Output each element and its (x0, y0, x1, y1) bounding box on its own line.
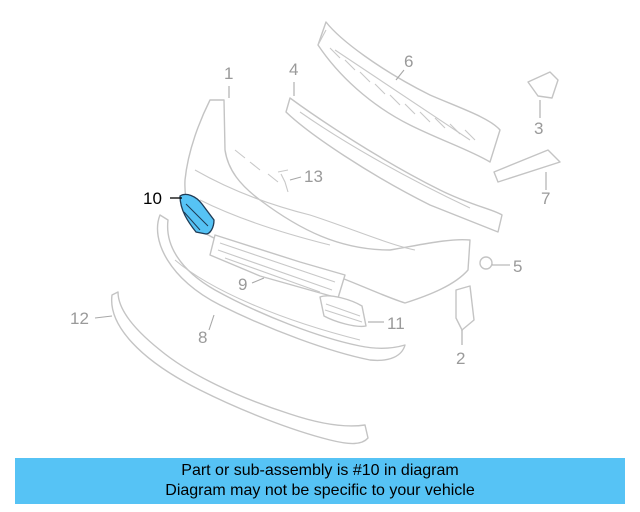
leader-lines (94, 69, 547, 345)
banner-line-disclaimer: Diagram may not be specific to your vehi… (165, 482, 475, 499)
part-3-clip (527, 71, 559, 99)
callout-10: 10 (143, 189, 162, 208)
parts-diagram: 1 2 3 4 5 6 7 8 9 10 11 12 13 (70, 21, 561, 445)
banner-line-part: Part or sub-assembly is #10 in diagram (181, 462, 459, 479)
part-8-valance (156, 214, 406, 362)
callout-4: 4 (289, 60, 298, 79)
part-6-energy-absorber (317, 21, 501, 163)
part-13-bolt (277, 169, 289, 193)
callout-8: 8 (198, 328, 207, 347)
callout-2: 2 (456, 349, 465, 368)
part-5-grommet (479, 256, 493, 270)
part-4-reinforcement (285, 97, 503, 233)
callout-6: 6 (404, 52, 413, 71)
callout-9: 9 (238, 275, 247, 294)
part-2-side-support (455, 285, 475, 331)
info-banner: Part or sub-assembly is #10 in diagram D… (15, 458, 625, 504)
callout-7: 7 (541, 189, 550, 208)
part-11-fog-grille (319, 295, 367, 328)
callout-13: 13 (304, 167, 323, 186)
callout-5: 5 (513, 257, 522, 276)
callout-labels: 1 2 3 4 5 6 7 8 9 10 11 12 13 (70, 52, 550, 368)
callout-12: 12 (70, 309, 89, 328)
part-10-bracket-highlighted (179, 193, 215, 235)
callout-1: 1 (224, 64, 233, 83)
callout-3: 3 (534, 119, 543, 138)
callout-11: 11 (387, 314, 405, 333)
part-12-spoiler (111, 291, 369, 445)
part-7-side-bracket (493, 149, 561, 183)
